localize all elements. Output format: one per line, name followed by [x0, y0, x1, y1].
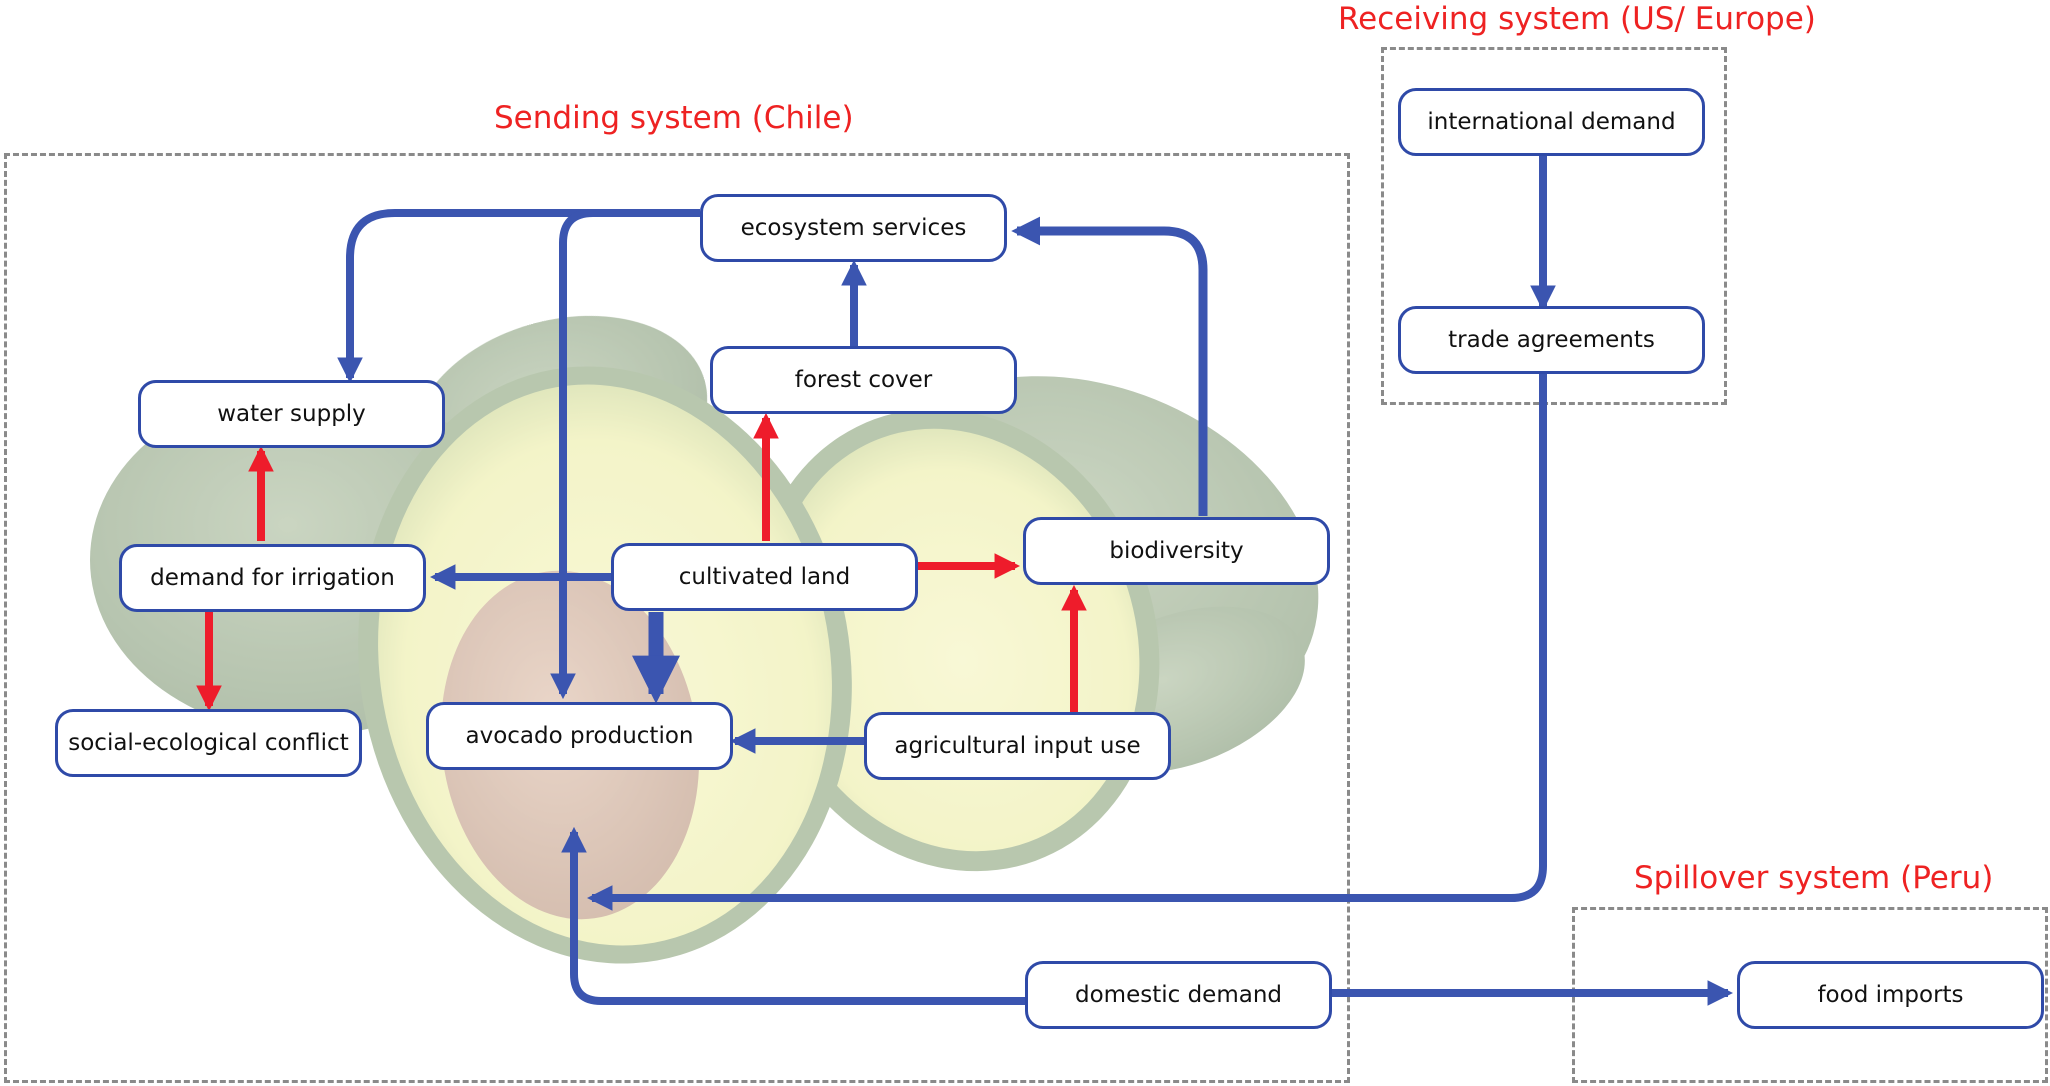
node-social-ecological-conflict: social-ecological conflict	[55, 709, 362, 777]
node-cultivated-land: cultivated land	[611, 543, 918, 611]
node-food-imports: food imports	[1737, 961, 2044, 1029]
node-domestic-demand: domestic demand	[1025, 961, 1332, 1029]
receiving-system-box	[1381, 47, 1727, 405]
node-forest-cover: forest cover	[710, 346, 1017, 414]
spillover-system-title: Spillover system (Peru)	[1634, 860, 1994, 896]
node-agricultural-input-use: agricultural input use	[864, 712, 1171, 780]
link-ecosystem-services-to-water-supply	[337, 209, 700, 384]
node-ecosystem-services: ecosystem services	[700, 194, 1007, 262]
node-trade-agreements: trade agreements	[1398, 306, 1705, 374]
sending-system-box	[4, 153, 1350, 1083]
link-ecosystem-services-to-avocado-production	[550, 209, 700, 700]
link-biodiversity-to-ecosystem-services	[1011, 216, 1208, 516]
node-international-demand: international demand	[1398, 88, 1705, 156]
link-domestic-demand-to-avocado-production	[561, 826, 1025, 1005]
node-demand-for-irrigation: demand for irrigation	[119, 544, 426, 612]
link-trade-agreements-to-avocado-production	[586, 374, 1547, 911]
node-biodiversity: biodiversity	[1023, 517, 1330, 585]
node-water-supply: water supply	[138, 380, 445, 448]
node-avocado-production: avocado production	[426, 702, 733, 770]
sending-system-title: Sending system (Chile)	[494, 100, 854, 136]
receiving-system-title: Receiving system (US/ Europe)	[1338, 1, 1816, 37]
